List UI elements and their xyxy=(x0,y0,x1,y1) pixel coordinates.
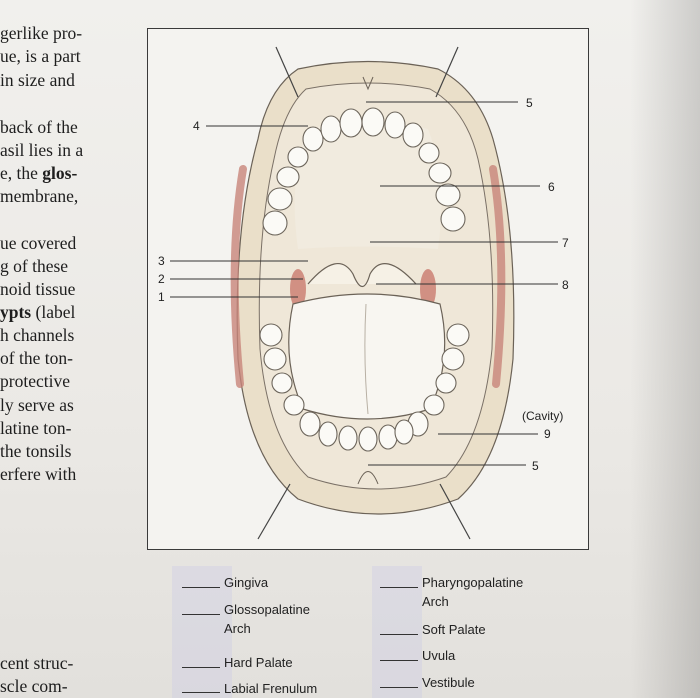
body-text-fragment: erfere with xyxy=(0,464,77,484)
body-text-fragment: latine ton- xyxy=(0,418,72,438)
body-text-fragment: g of these xyxy=(0,256,69,276)
answer-blank[interactable] xyxy=(182,692,220,693)
labial-frenulum-upper xyxy=(362,76,374,91)
answer-blank[interactable] xyxy=(380,660,418,661)
body-text-fragment: gerlike pro- xyxy=(0,23,83,43)
body-text-line: g of these xyxy=(0,255,68,278)
key-glossopalatine: Glossopalatine xyxy=(224,602,310,617)
answer-blank[interactable] xyxy=(182,667,220,668)
body-text-fragment: ue covered xyxy=(0,233,77,253)
body-text-line: gerlike pro- xyxy=(0,22,82,45)
answer-blank[interactable] xyxy=(182,614,220,615)
label-2: 2 xyxy=(158,272,165,286)
key-pharyngopalatine: Pharyngopalatine xyxy=(422,575,524,590)
body-text-line: ue covered xyxy=(0,232,76,255)
body-text-line: h channels xyxy=(0,324,74,347)
leader-lines xyxy=(170,101,558,466)
label-5-top: 5 xyxy=(526,96,533,110)
body-text-line: ly serve as xyxy=(0,394,74,417)
body-text-fragment: back of the xyxy=(0,117,78,137)
label-5-bottom: 5 xyxy=(532,459,539,473)
page-shadow xyxy=(630,0,700,698)
body-text-line: e, the glos- xyxy=(0,162,77,185)
tongue-midline xyxy=(364,303,369,415)
body-text-line: asil lies in a xyxy=(0,139,83,162)
body-text-line: of the ton- xyxy=(0,347,73,370)
body-text-fragment: protective xyxy=(0,371,70,391)
lower-teeth xyxy=(259,323,470,452)
answer-blank[interactable] xyxy=(380,687,418,688)
body-text-fragment: cent struc- xyxy=(0,653,74,673)
label-cavity: (Cavity) xyxy=(522,409,563,423)
body-text-fragment: h channels xyxy=(0,325,75,345)
body-text-line: noid tissue xyxy=(0,278,75,301)
label-9: 9 xyxy=(544,427,551,441)
upper-teeth xyxy=(262,107,466,236)
body-text-line: back of the xyxy=(0,116,78,139)
body-text-fragment: scle com- xyxy=(0,676,68,696)
body-text-line: in size and xyxy=(0,69,75,92)
buccal-strip-right xyxy=(489,165,506,388)
key-vestibule: Vestibule xyxy=(422,675,475,690)
answer-blank[interactable] xyxy=(380,587,418,588)
oral-cavity-diagram: 4 5 6 7 8 3 2 1 (Cavity) 9 5 xyxy=(158,46,569,540)
body-text-fragment: the tonsils xyxy=(0,441,72,461)
body-text-column: gerlike pro-ue, is a part in size and bac… xyxy=(0,0,130,698)
tonsil-right xyxy=(420,269,436,309)
body-text-fragment: (label xyxy=(31,302,76,322)
body-text-fragment: of the ton- xyxy=(0,348,73,368)
highlight-smudge xyxy=(372,566,422,698)
body-text-line: erfere with xyxy=(0,463,76,486)
body-text-bold-term: glos- xyxy=(42,163,78,183)
answer-blank[interactable] xyxy=(380,634,418,635)
body-text-fragment: membrane, xyxy=(0,186,79,206)
body-text-fragment: ue, is a part xyxy=(0,46,81,66)
label-8: 8 xyxy=(562,278,569,292)
highlight-smudge xyxy=(172,566,232,698)
body-text-line: latine ton- xyxy=(0,417,71,440)
key-glossopalatine-arch: Arch xyxy=(224,621,251,636)
key-gingiva: Gingiva xyxy=(224,575,269,590)
key-hard-palate: Hard Palate xyxy=(224,655,293,670)
palate xyxy=(294,121,442,249)
label-6: 6 xyxy=(548,180,555,194)
retractor-lines xyxy=(257,46,471,540)
label-3: 3 xyxy=(158,254,165,268)
body-text-line: cent struc- xyxy=(0,652,73,675)
key-pharyngopalatine-arch: Arch xyxy=(422,594,449,609)
key-soft-palate: Soft Palate xyxy=(422,622,486,637)
body-text-fragment: in size and xyxy=(0,70,75,90)
body-text-line: protective xyxy=(0,370,70,393)
body-text-line: the tonsils xyxy=(0,440,71,463)
body-text-fragment: e, the xyxy=(0,163,43,183)
label-7: 7 xyxy=(562,236,569,250)
body-text-line: scle com- xyxy=(0,675,68,698)
body-text-fragment: asil lies in a xyxy=(0,140,84,160)
body-text-line: ue, is a part xyxy=(0,45,81,68)
buccal-strip-left xyxy=(230,165,247,388)
figure-frame: 4 5 6 7 8 3 2 1 (Cavity) 9 5 xyxy=(147,28,589,550)
labial-frenulum-lower xyxy=(357,471,379,485)
soft-palate xyxy=(307,263,417,288)
body-text-line: ypts (label xyxy=(0,301,75,324)
label-4: 4 xyxy=(193,119,200,133)
key-uvula: Uvula xyxy=(422,648,456,663)
body-text-fragment: ly serve as xyxy=(0,395,74,415)
body-text-bold-term: ypts xyxy=(0,302,32,322)
answer-blank[interactable] xyxy=(182,587,220,588)
key-labial-frenulum: Labial Frenulum xyxy=(224,681,318,696)
label-1: 1 xyxy=(158,290,165,304)
body-text-line: membrane, xyxy=(0,185,78,208)
body-text-fragment: noid tissue xyxy=(0,279,76,299)
